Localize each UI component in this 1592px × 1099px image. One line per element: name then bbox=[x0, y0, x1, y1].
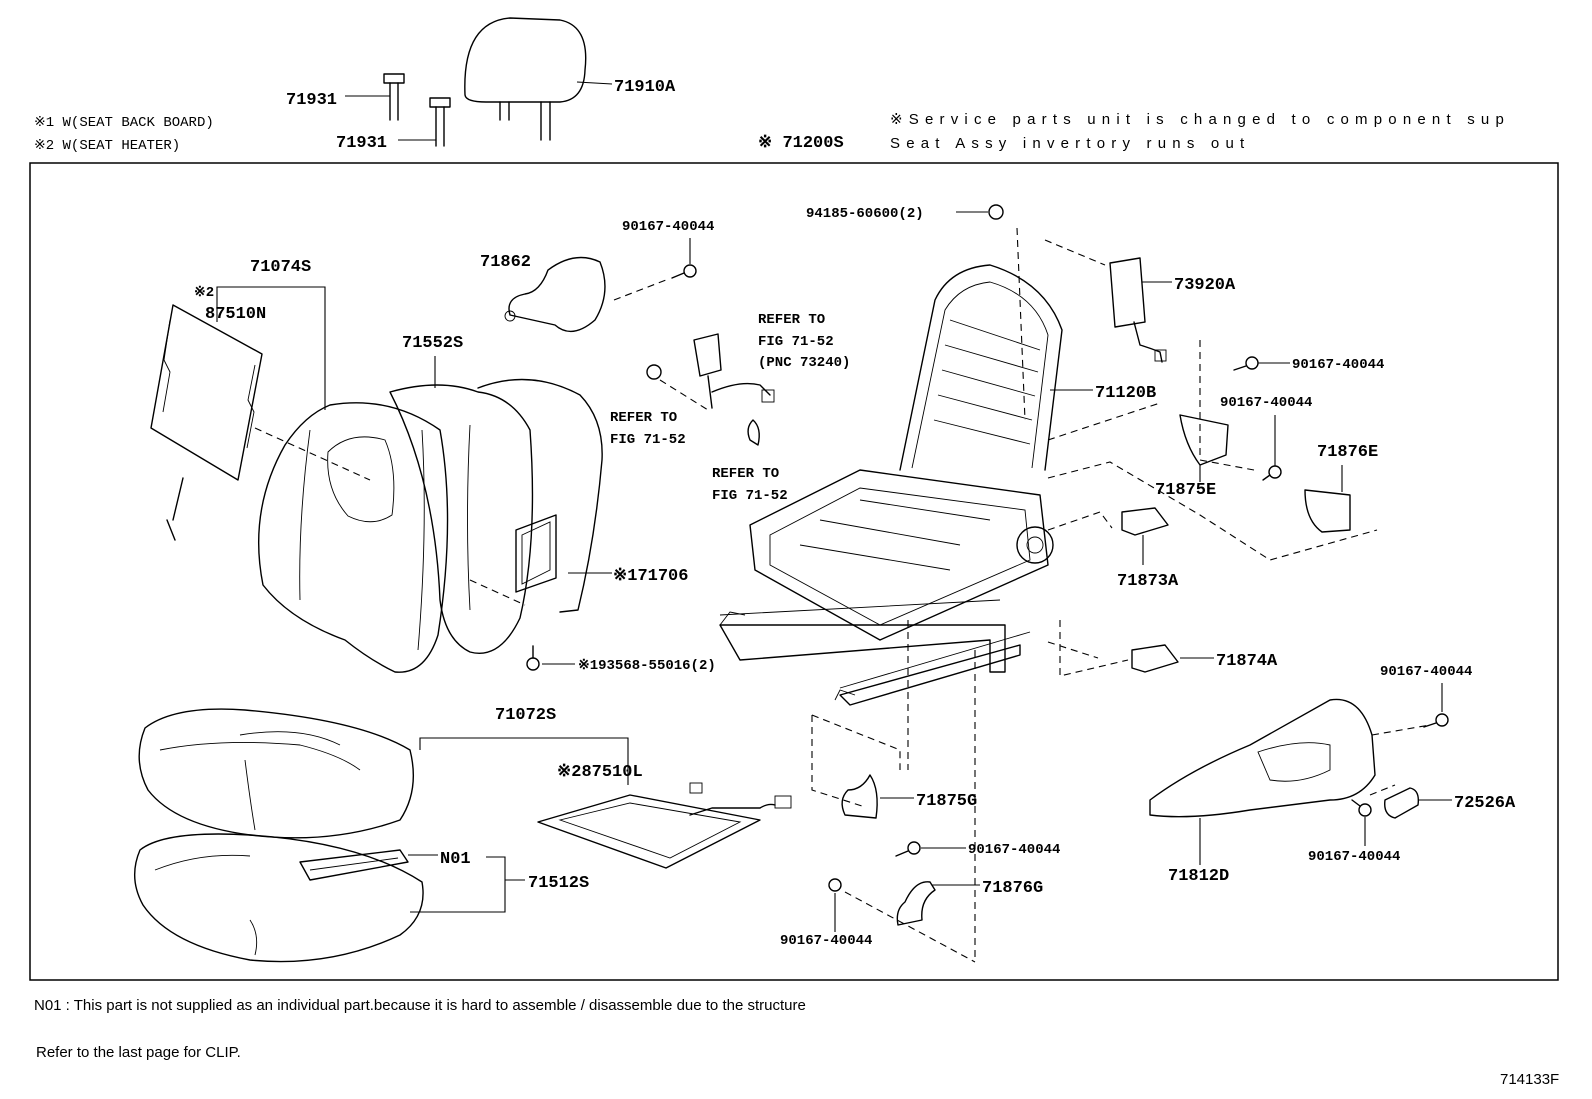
cover-71876g bbox=[828, 878, 980, 963]
seat-back-pad bbox=[389, 378, 603, 654]
bracket-71873a bbox=[1047, 507, 1169, 565]
label-71120b: 71120B bbox=[1095, 384, 1156, 403]
headrest-71910a bbox=[464, 17, 613, 141]
refer-to-3-line2: FIG 71-52 bbox=[712, 488, 788, 504]
screw-90167-r1 bbox=[1199, 340, 1290, 471]
cover-71876e bbox=[1047, 461, 1378, 561]
label-n01: N01 bbox=[440, 850, 471, 869]
label-71200s: ※ 71200S bbox=[758, 134, 844, 153]
label-90167-top: 90167-40044 bbox=[622, 219, 714, 235]
footnote-n01: N01 : This part is not supplied as an in… bbox=[34, 997, 806, 1014]
service-note-line2: Seat Assy invertory runs out bbox=[890, 135, 1250, 152]
note-seat-heater: ※2 W(SEAT HEATER) bbox=[34, 138, 180, 154]
label-71552s: 71552S bbox=[402, 334, 463, 353]
label-93568: ※193568-55016(2) bbox=[578, 658, 716, 674]
label-71931-lower: 71931 bbox=[336, 134, 387, 153]
knob-72526a bbox=[1384, 787, 1452, 819]
label-72526a: 72526A bbox=[1454, 794, 1516, 813]
screw-90167-c2 bbox=[1351, 799, 1372, 846]
seat-heater-87510l bbox=[537, 782, 792, 869]
label-71931-upper: 71931 bbox=[286, 91, 337, 110]
label-71706: ※171706 bbox=[613, 567, 688, 586]
label-87510l: ※287510L bbox=[557, 763, 643, 782]
bracket-71874a bbox=[1047, 620, 1214, 677]
seat-frame-71120b bbox=[719, 264, 1093, 706]
seat-back-board-71706 bbox=[515, 514, 612, 593]
screw-90167-c1 bbox=[895, 841, 966, 857]
note-seat-back-board: ※1 W(SEAT BACK BOARD) bbox=[34, 115, 214, 131]
screw-90167-top bbox=[671, 238, 697, 279]
label-71072s: 71072S bbox=[495, 706, 556, 725]
footnote-clip: Refer to the last page for CLIP. bbox=[36, 1044, 241, 1061]
bracket-71875e bbox=[1047, 402, 1229, 482]
nut-94185 bbox=[956, 204, 1106, 421]
screw-90167-r2 bbox=[1262, 415, 1282, 481]
label-87510n: 87510N bbox=[205, 305, 266, 324]
label-90167-r2: 90167-40044 bbox=[1220, 395, 1312, 411]
refer-to-1-line2: FIG 71-52 bbox=[758, 334, 834, 350]
label-71862: 71862 bbox=[480, 253, 531, 272]
label-90167-b: 90167-40044 bbox=[780, 933, 872, 949]
refer-to-2-line1: REFER TO bbox=[610, 410, 677, 426]
refer-to-3-line1: REFER TO bbox=[712, 466, 779, 482]
label-71812d: 71812D bbox=[1168, 867, 1229, 886]
label-71875g: 71875G bbox=[916, 792, 977, 811]
bracket-71875g bbox=[811, 714, 914, 819]
label-71876e: 71876E bbox=[1317, 443, 1378, 462]
label-71910a: 71910A bbox=[614, 78, 676, 97]
service-note-line1: ※Service parts unit is changed to compon… bbox=[890, 111, 1510, 128]
side-shield-71812d bbox=[1149, 698, 1431, 865]
label-71876g: 71876G bbox=[982, 879, 1043, 898]
label-90167-r3: 90167-40044 bbox=[1380, 664, 1472, 680]
seat-heater-87510n bbox=[150, 304, 371, 541]
seat-belt-buckle bbox=[646, 333, 775, 446]
recliner-cover-71862 bbox=[504, 256, 667, 333]
assembly-frame bbox=[29, 162, 1559, 981]
refer-to-1-line1: REFER TO bbox=[758, 312, 825, 328]
label-90167-r1: 90167-40044 bbox=[1292, 357, 1384, 373]
seat-back-cover bbox=[257, 402, 449, 673]
bracket-71074s bbox=[216, 286, 326, 410]
screw-90167-r3 bbox=[1423, 683, 1449, 728]
label-73920a: 73920A bbox=[1174, 276, 1236, 295]
refer-to-2-line2: FIG 71-52 bbox=[610, 432, 686, 448]
label-71512s: 71512S bbox=[528, 874, 589, 893]
label-71074s: 71074S bbox=[250, 258, 311, 277]
headrest-guide-71931-upper bbox=[345, 73, 405, 121]
label-90167-c1: 90167-40044 bbox=[968, 842, 1060, 858]
label-71873a: 71873A bbox=[1117, 572, 1179, 591]
refer-to-1-line3: (PNC 73240) bbox=[758, 355, 850, 371]
bracket-71512s bbox=[410, 856, 525, 913]
seat-cushion-pad bbox=[134, 833, 438, 963]
label-71875e: 71875E bbox=[1155, 481, 1216, 500]
label-94185: 94185-60600(2) bbox=[806, 206, 924, 222]
label-90167-c2: 90167-40044 bbox=[1308, 849, 1400, 865]
seat-cushion-cover bbox=[138, 708, 415, 839]
label-71874a: 71874A bbox=[1216, 652, 1278, 671]
label-star2-87510n: ※2 bbox=[194, 285, 214, 301]
figure-code: 714133F bbox=[1500, 1071, 1559, 1088]
clip-93568 bbox=[469, 579, 575, 671]
bracket-71072s bbox=[419, 737, 629, 785]
module-73920a bbox=[1109, 257, 1172, 363]
headrest-guide-71931-lower bbox=[398, 97, 451, 147]
